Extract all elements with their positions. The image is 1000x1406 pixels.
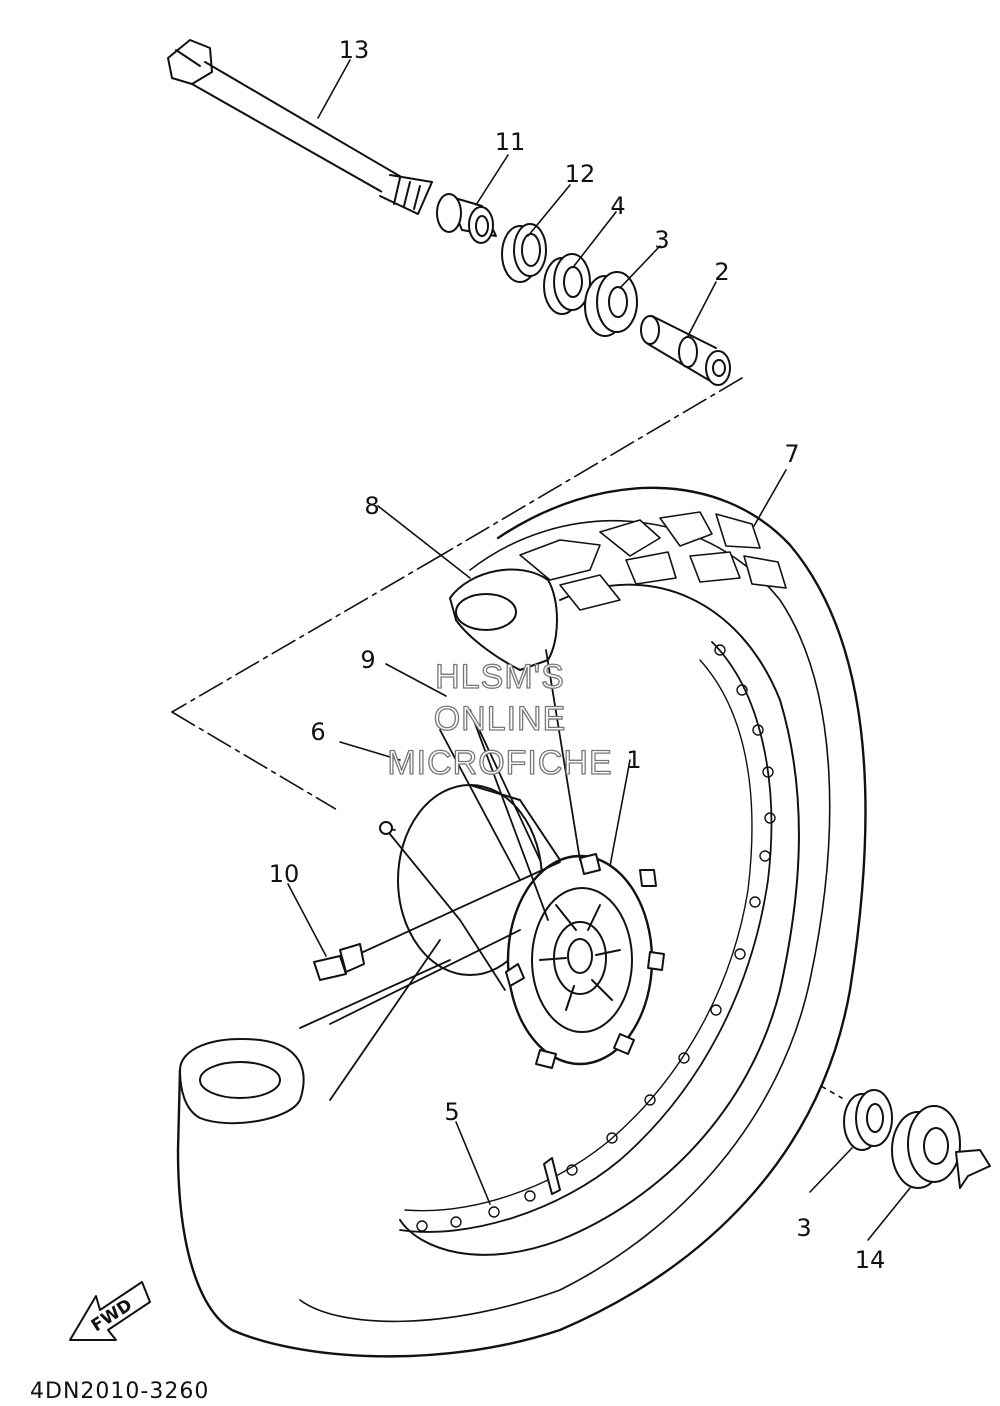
label-5: 5 bbox=[444, 1098, 459, 1126]
collar[interactable] bbox=[436, 193, 497, 244]
watermark-line-2: ONLINE bbox=[434, 700, 567, 738]
meter-gear-unit[interactable] bbox=[891, 1105, 991, 1189]
spoke-10[interactable] bbox=[313, 943, 365, 981]
label-4: 4 bbox=[610, 192, 625, 220]
axle-shaft[interactable] bbox=[167, 39, 433, 215]
label-1: 1 bbox=[626, 746, 641, 774]
label-8: 8 bbox=[364, 492, 379, 520]
spoke-nipples bbox=[416, 644, 776, 1232]
bearing-4[interactable] bbox=[543, 253, 591, 315]
spacer[interactable] bbox=[640, 315, 731, 386]
label-2: 2 bbox=[714, 258, 729, 286]
watermark-line-1: HLSM'S bbox=[435, 658, 565, 696]
label-6: 6 bbox=[310, 718, 325, 746]
fwd-arrow-icon: FWD bbox=[69, 1281, 151, 1341]
label-7: 7 bbox=[784, 440, 799, 468]
diagram-code: 4DN2010-3260 bbox=[30, 1379, 209, 1404]
watermark: HLSM'S ONLINE MICROFICHE bbox=[387, 657, 613, 782]
label-3-lower: 3 bbox=[796, 1214, 811, 1242]
watermark-line-3: MICROFICHE bbox=[387, 744, 612, 782]
label-14: 14 bbox=[855, 1246, 886, 1274]
label-12: 12 bbox=[565, 160, 596, 188]
bearing-3-upper[interactable] bbox=[584, 271, 638, 337]
label-10: 10 bbox=[269, 860, 300, 888]
rim[interactable] bbox=[399, 641, 773, 1233]
spoke-6-head bbox=[379, 821, 393, 835]
label-9: 9 bbox=[360, 646, 375, 674]
label-11: 11 bbox=[495, 128, 526, 156]
oil-seal[interactable] bbox=[501, 223, 547, 283]
bearing-3-lower[interactable] bbox=[843, 1089, 893, 1151]
label-3-upper: 3 bbox=[654, 226, 669, 254]
valve-stem[interactable] bbox=[543, 1157, 561, 1195]
part-number-labels: 13 11 12 4 3 2 7 8 9 6 1 10 5 3 14 bbox=[269, 36, 886, 1274]
leader-lines bbox=[287, 59, 911, 1241]
label-13: 13 bbox=[339, 36, 370, 64]
